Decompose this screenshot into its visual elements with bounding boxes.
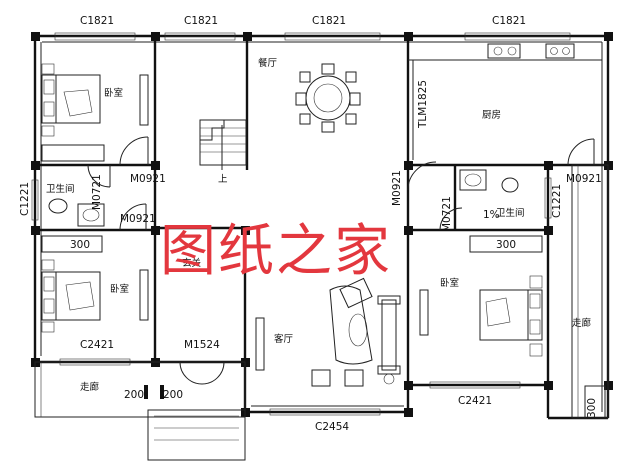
bath-left-fixtures xyxy=(41,144,105,253)
bed-top-left xyxy=(41,63,101,137)
label-dim-300-vert: 300 xyxy=(586,398,598,418)
room-entrance: 玄关 xyxy=(182,257,202,269)
label-dim-300-left: 300 xyxy=(70,239,90,251)
label-tlm1825: TLM1825 xyxy=(417,80,429,129)
exterior-walls xyxy=(33,34,610,420)
label-dim-200-b: 200 xyxy=(163,389,183,401)
room-corridor-right: 走廊 xyxy=(572,317,592,329)
room-bedroom-top-left: 卧室 xyxy=(104,87,123,99)
label-stair-up: 上 xyxy=(218,174,228,185)
label-dim-200-a: 200 xyxy=(124,389,144,401)
bed-right xyxy=(479,275,543,357)
room-labels: 卧室 卫生间 卧室 走廊 餐厅 厨房 玄关 客厅 卫生间 卧室 走廊 xyxy=(46,57,592,393)
label-m0721-b: M0721 xyxy=(441,196,453,232)
room-bedroom-right: 卧室 xyxy=(440,277,459,289)
wardrobes xyxy=(139,74,429,371)
watermark-text: 图纸之家 xyxy=(160,219,392,284)
label-slope: 1% xyxy=(483,209,500,221)
doors xyxy=(87,136,595,385)
label-c2454: C2454 xyxy=(315,421,349,433)
room-kitchen: 厨房 xyxy=(482,109,501,121)
porch-right xyxy=(571,164,609,419)
porch-left xyxy=(34,361,246,461)
label-m0721-a: M0721 xyxy=(91,174,103,210)
label-c1821-a: C1821 xyxy=(80,15,114,27)
label-c1821-b: C1821 xyxy=(184,15,218,27)
label-c1221-left: C1221 xyxy=(19,182,31,216)
label-m0921-b: M0921 xyxy=(120,213,156,225)
stair xyxy=(199,119,247,170)
sofa-set xyxy=(311,277,401,387)
room-bedroom-bottom-left: 卧室 xyxy=(110,283,129,295)
label-c2421-left: C2421 xyxy=(80,339,114,351)
label-dim-300-right: 300 xyxy=(496,239,516,251)
label-m0921-a: M0921 xyxy=(130,173,166,185)
bed-bottom-left xyxy=(41,259,101,333)
room-corridor-left: 走廊 xyxy=(80,381,100,393)
room-dining: 餐厅 xyxy=(258,57,278,69)
label-c2421-right: C2421 xyxy=(458,395,492,407)
label-m0921-c: M0921 xyxy=(391,170,403,206)
interior-walls xyxy=(35,36,608,412)
bath-right-fixtures xyxy=(459,169,543,253)
annotation-labels: C1821 C1821 C1821 C1821 C1221 C1221 M092… xyxy=(19,15,602,433)
room-living: 客厅 xyxy=(274,333,294,345)
label-c1221-right: C1221 xyxy=(551,184,563,218)
label-m0921-d: M0921 xyxy=(566,173,602,185)
label-c1821-c: C1821 xyxy=(312,15,346,27)
label-m1524: M1524 xyxy=(184,339,220,351)
dining-table xyxy=(295,63,361,133)
label-c1821-d: C1821 xyxy=(492,15,526,27)
room-bath-right: 卫生间 xyxy=(496,207,525,219)
kitchen-counter xyxy=(487,43,575,59)
room-bath-left: 卫生间 xyxy=(46,183,75,195)
